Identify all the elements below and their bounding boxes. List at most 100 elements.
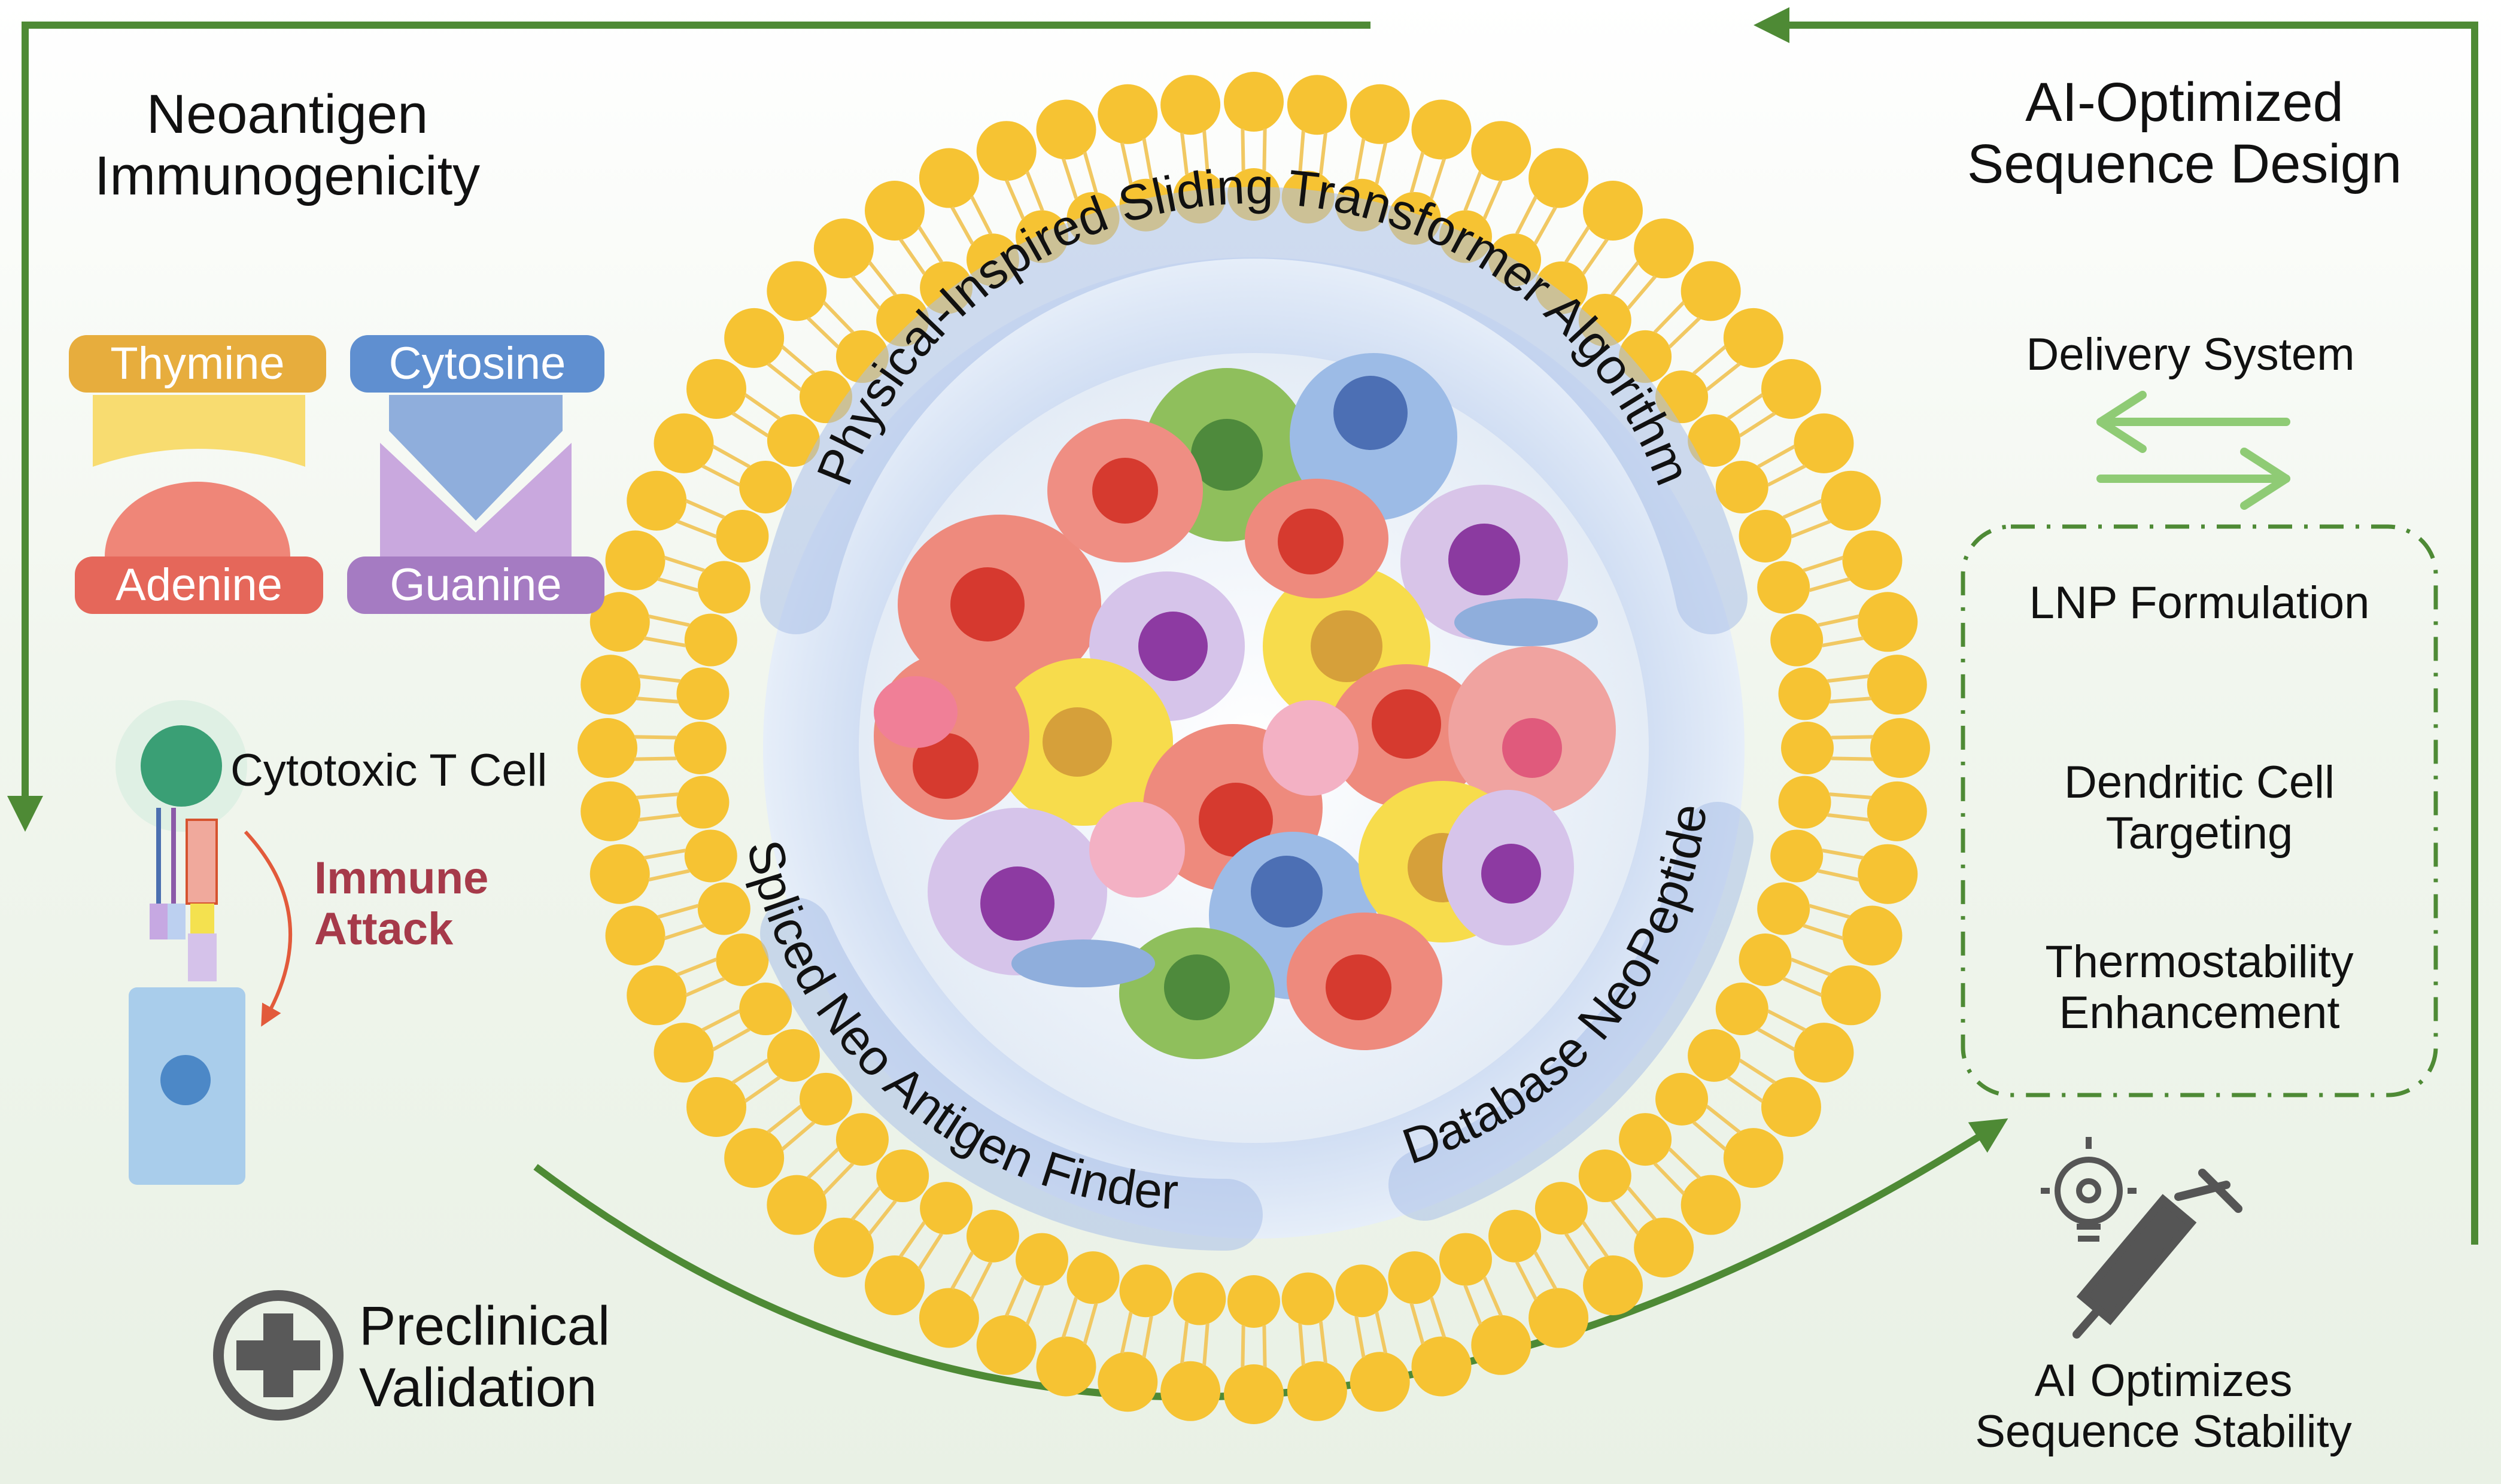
lipid-head bbox=[654, 413, 714, 473]
tumor-cell-nucleus bbox=[1251, 856, 1323, 928]
lipid-head bbox=[605, 905, 665, 966]
lipid-tail bbox=[1739, 412, 1776, 437]
delivery-options-box bbox=[1961, 524, 2438, 1097]
tumor-cell bbox=[1263, 700, 1359, 796]
exchange-arrows-icon bbox=[2096, 391, 2290, 510]
lipid-tail bbox=[744, 1076, 781, 1103]
lipid-tail bbox=[744, 393, 781, 420]
lipid-tail bbox=[1515, 1261, 1538, 1300]
lipid-head bbox=[1757, 561, 1810, 614]
lipid-tail bbox=[1582, 1221, 1609, 1258]
lipid-tail bbox=[643, 636, 686, 647]
lipid-tail bbox=[1005, 179, 1025, 220]
lipid-tail bbox=[1180, 1321, 1189, 1364]
lipid-tail bbox=[868, 1199, 897, 1235]
lipid-head bbox=[1160, 1361, 1221, 1421]
lipid-head bbox=[767, 1029, 820, 1082]
tumor-cell-nucleus bbox=[1333, 376, 1408, 450]
lipid-head bbox=[686, 358, 747, 419]
lipid-tail bbox=[1463, 1284, 1482, 1325]
lipid-tail bbox=[1354, 138, 1366, 180]
lipid-head bbox=[1778, 667, 1831, 720]
lipid-head bbox=[1680, 1175, 1741, 1235]
lipid-head bbox=[864, 181, 925, 241]
lipid-tail bbox=[1668, 1147, 1701, 1179]
lipid-tail bbox=[1120, 1312, 1133, 1354]
lipid-tail bbox=[1829, 792, 1871, 799]
lipid-head bbox=[1350, 1352, 1410, 1412]
immune-attack-label: Immune Attack bbox=[314, 853, 489, 955]
lipid-tail bbox=[1705, 1105, 1741, 1134]
lipid-tail bbox=[807, 317, 840, 349]
lipid-tail bbox=[970, 1261, 993, 1300]
lipid-head bbox=[581, 655, 641, 715]
lipid-tail bbox=[1767, 464, 1806, 487]
tumor-cell-nucleus bbox=[1164, 954, 1230, 1020]
lipid-tail bbox=[1202, 1323, 1210, 1366]
lipid-tail bbox=[1005, 1276, 1025, 1317]
lipid-tail bbox=[1803, 555, 1844, 573]
lipid-tail bbox=[1809, 904, 1850, 919]
lipid-tail bbox=[950, 1251, 974, 1290]
lipid-head bbox=[739, 983, 792, 1036]
lipid-tail bbox=[1375, 1312, 1388, 1354]
lipid-head bbox=[1842, 905, 1903, 966]
immune-attack-arrow bbox=[244, 830, 292, 1027]
tumor-cell-nucleus bbox=[1502, 718, 1562, 778]
lipid-head bbox=[627, 470, 687, 531]
lipid-tail bbox=[807, 1147, 840, 1179]
lipid-tail bbox=[676, 519, 718, 539]
lipid-tail bbox=[685, 499, 725, 519]
lipid-head bbox=[1715, 983, 1768, 1036]
lipid-tail bbox=[1727, 393, 1764, 420]
guanine-shape bbox=[380, 443, 572, 556]
lipid-head bbox=[1287, 75, 1347, 135]
lipid-tail bbox=[899, 1221, 926, 1258]
lipid-head bbox=[1757, 882, 1810, 935]
lipid-head bbox=[1411, 1336, 1472, 1397]
lipid-head bbox=[1778, 776, 1831, 829]
ring-band-top bbox=[760, 187, 1748, 634]
lipid-tail bbox=[1025, 1284, 1044, 1325]
tumor-cell-nucleus bbox=[1481, 844, 1541, 904]
lipid-head bbox=[1858, 844, 1918, 904]
lipid-tail bbox=[1782, 977, 1823, 997]
lipid-head bbox=[1867, 655, 1927, 715]
lipid-head bbox=[1287, 1361, 1347, 1421]
lipid-tail bbox=[1515, 196, 1538, 235]
lipid-tail bbox=[1180, 132, 1189, 175]
syringe-icon bbox=[2072, 1169, 2242, 1339]
plus-circle-icon bbox=[213, 1290, 344, 1421]
lipid-tail bbox=[767, 1105, 803, 1134]
lipid-head bbox=[1770, 829, 1824, 883]
lipid-head bbox=[767, 414, 820, 467]
lipid-head bbox=[605, 530, 665, 591]
lipid-tail bbox=[1829, 697, 1871, 704]
left-panel-title: Neoantigen Immunogenicity bbox=[94, 84, 481, 207]
lipid-head bbox=[676, 776, 730, 829]
lipid-tail bbox=[917, 1233, 943, 1270]
lipid-head bbox=[1528, 1288, 1589, 1348]
lipid-tail bbox=[1298, 1323, 1305, 1366]
lipid-head bbox=[1715, 460, 1768, 513]
lipid-head bbox=[1867, 781, 1927, 841]
lipid-tail bbox=[1809, 577, 1850, 592]
lipid-tail bbox=[664, 555, 705, 573]
lipid-tail bbox=[657, 577, 699, 592]
lipid-tail bbox=[1705, 362, 1741, 391]
lipid-head bbox=[1739, 933, 1792, 986]
lipid-tail bbox=[1564, 226, 1590, 263]
lipid-tail bbox=[868, 261, 897, 297]
lipid-head bbox=[1619, 1113, 1672, 1166]
lipid-tail bbox=[712, 1027, 750, 1051]
lipid-head bbox=[1655, 1072, 1709, 1126]
delivery-system-label: Delivery System bbox=[2026, 329, 2355, 380]
lipid-head bbox=[578, 718, 637, 778]
lightbulb-icon bbox=[2041, 1137, 2137, 1242]
lipid-head bbox=[767, 261, 827, 321]
lipid-head bbox=[1160, 75, 1221, 135]
lipid-head bbox=[799, 1072, 852, 1126]
lipid-tail bbox=[1202, 130, 1210, 173]
lipid-tail bbox=[1827, 674, 1870, 683]
